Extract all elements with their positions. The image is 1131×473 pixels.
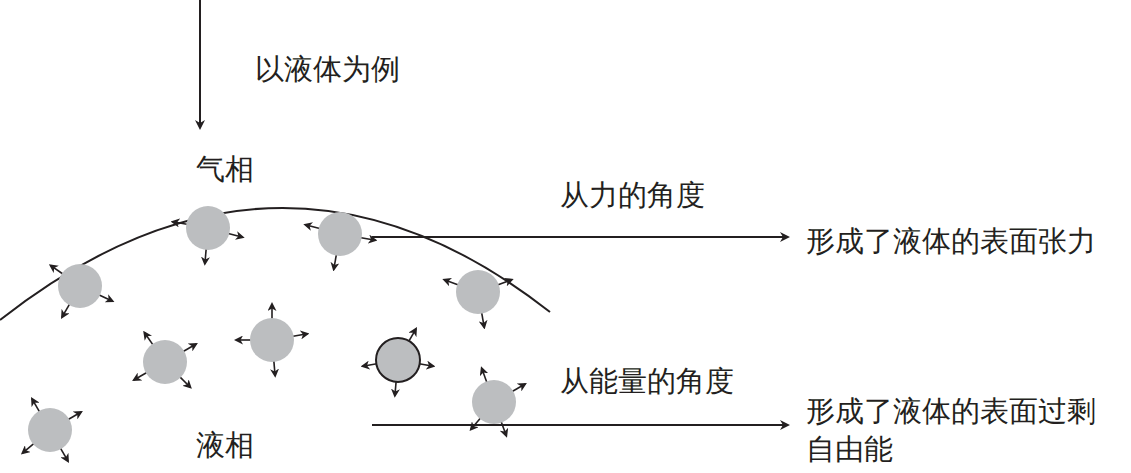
molecule [186,206,230,250]
force-arrow [227,233,242,237]
force-arrow [511,384,525,392]
molecule [250,318,294,362]
molecule [376,338,420,382]
force-arrow [67,412,81,420]
force-arrow [98,294,113,301]
text-label: 形成了液体的表面过剩 自由能 [806,392,1106,468]
down-arrow [199,0,201,128]
force-arrow [292,334,308,337]
force-arrow [182,344,196,352]
force-arrow [444,280,459,285]
molecule [456,270,500,314]
force-arrow [482,368,487,383]
force-arrow [501,421,506,436]
force-arrow [236,339,252,341]
molecule [28,408,72,452]
force-arrow [305,225,320,229]
force-arrow [274,360,275,376]
leader-arrow [372,424,788,426]
liquid-surface [0,208,550,320]
force-arrow [51,265,64,274]
force-arrow [144,333,153,346]
force-arrow [471,417,481,429]
force-arrow [334,254,337,270]
force-arrow [22,443,34,453]
force-arrow [360,237,376,240]
text-label: 从力的角度 [560,176,705,214]
molecule [318,212,362,256]
molecule [58,264,102,308]
force-arrow [205,248,206,264]
force-arrow [179,376,190,387]
force-arrow [32,399,40,413]
text-label: 气相 [196,150,254,188]
text-label: 从能量的角度 [560,362,734,400]
force-arrow [62,303,70,317]
text-label: 以液体为例 [255,50,400,88]
leader-arrow [372,236,788,238]
force-arrow [497,280,512,285]
force-arrow [60,447,68,461]
text-label: 液相 [196,426,254,464]
force-arrow [134,372,148,380]
text-label: 形成了液体的表面张力 [806,222,1096,260]
force-arrow [481,312,484,328]
molecule [472,380,516,424]
force-arrow [271,304,273,320]
molecule [143,340,187,384]
force-arrow [173,222,189,225]
